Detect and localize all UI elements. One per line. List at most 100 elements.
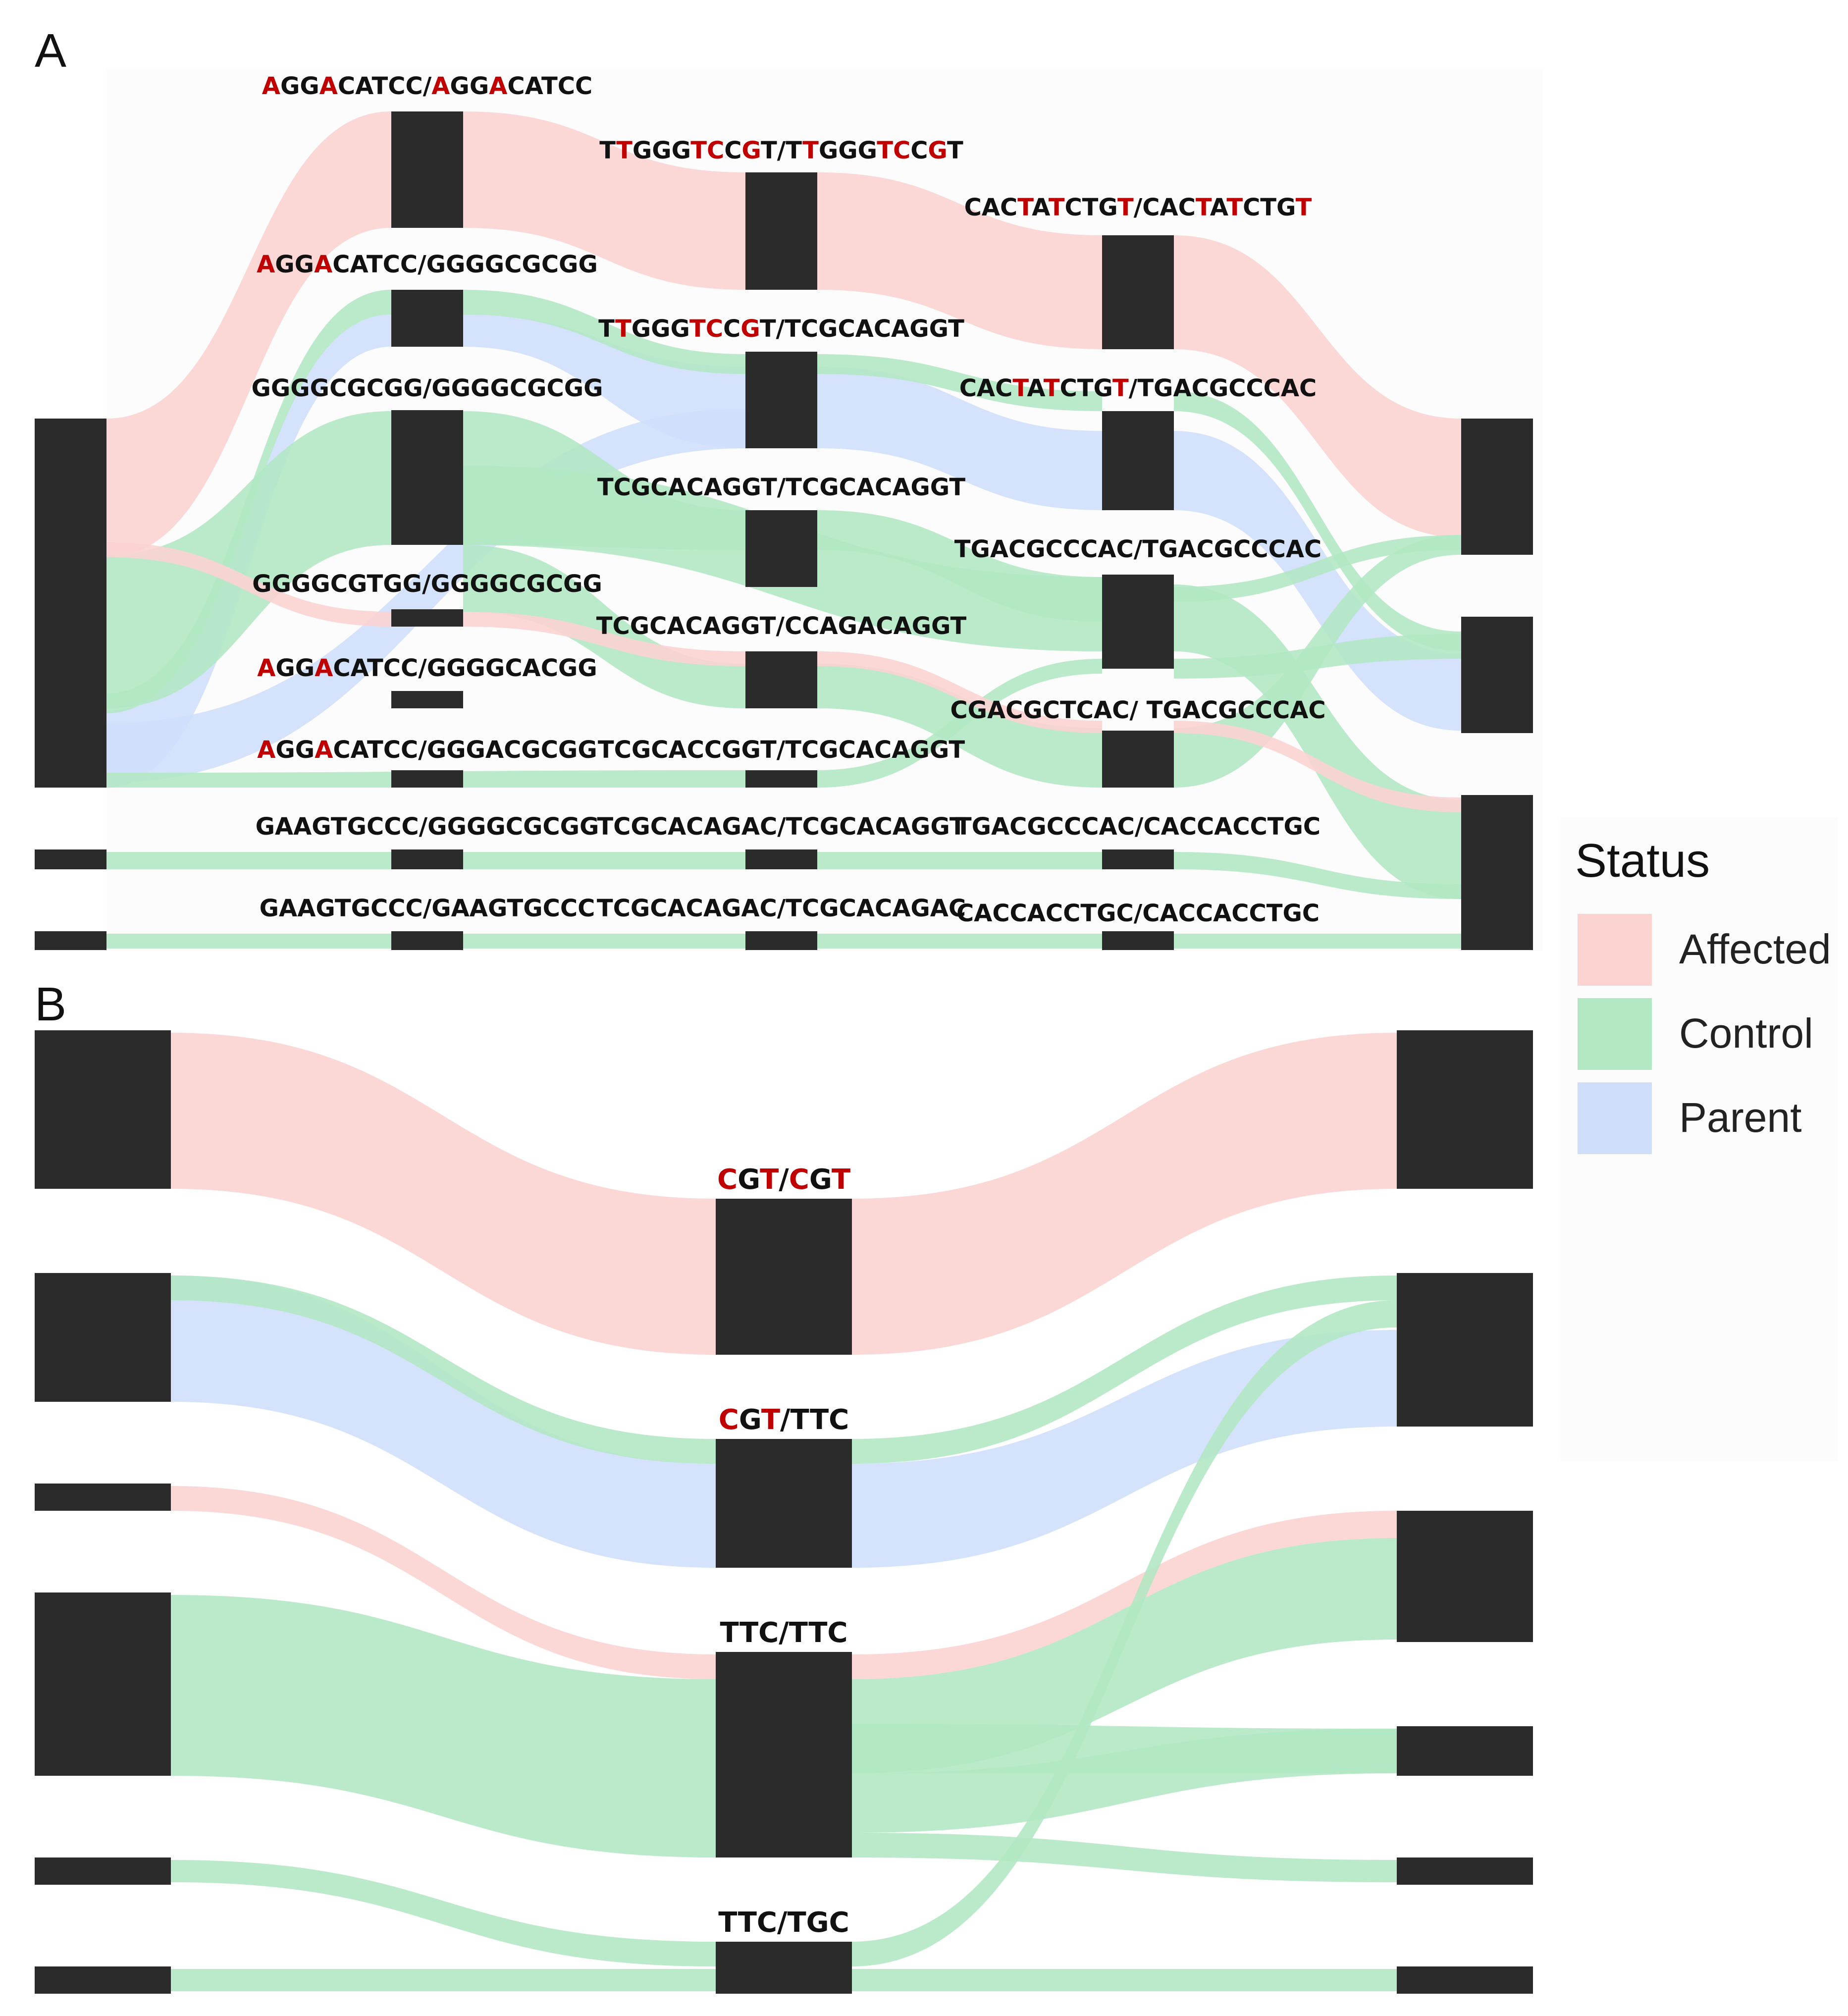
node-a-7 [391, 691, 463, 708]
flow-a-3 [1174, 235, 1461, 537]
node-b-15 [1397, 1966, 1533, 1994]
node-layer [35, 111, 1533, 1994]
flow-b-14 [852, 1300, 1397, 1966]
node-a-15 [745, 770, 817, 788]
node-a-16 [745, 849, 817, 869]
haplotype-label-a-0-0: AGGACATCC/AGGACATCC [262, 72, 592, 100]
node-b-3 [35, 1592, 171, 1776]
flow-b-0 [171, 1033, 716, 1355]
node-b-8 [716, 1652, 852, 1857]
node-b-6 [716, 1199, 852, 1355]
haplotype-label-b-2: TTC/TTC [720, 1617, 847, 1649]
node-a-13 [745, 510, 817, 587]
node-a-24 [1461, 419, 1533, 555]
node-a-4 [391, 290, 463, 347]
node-a-9 [391, 849, 463, 869]
flow-a-33 [106, 542, 391, 627]
haplotype-label-a-1-5: TCGCACAGAC/TCGCACAGGT [597, 813, 965, 841]
haplotype-label-a-2-3: CGACGCTCAC/ TGACGCCCAC [950, 696, 1325, 724]
flow-a-1 [463, 111, 745, 290]
flow-a-8 [106, 409, 745, 783]
legend-item-control: Control [1578, 998, 1813, 1070]
haplotype-label-a-1-0: TTGGGTCCGT/TTGGGTCCGT [599, 137, 963, 164]
legend-label-parent: Parent [1679, 1094, 1802, 1141]
node-a-14 [745, 651, 817, 708]
node-b-14 [1397, 1857, 1533, 1885]
haplotype-label-layer: AGGACATCC/AGGACATCC AGGACATCC/GGGGCGCGG GG… [251, 72, 1325, 1939]
flow-a-27 [817, 852, 1102, 869]
node-b-2 [35, 1484, 171, 1511]
panel-label-a: A [35, 24, 66, 77]
haplotype-label-a-0-2: GGGGCGCGG/GGGGCGCGG [251, 374, 603, 402]
flow-a-2 [817, 172, 1102, 349]
flow-b-4 [171, 1275, 716, 1464]
node-a-10 [391, 931, 463, 950]
node-a-25 [1461, 617, 1533, 733]
node-b-12 [1397, 1511, 1533, 1642]
haplotype-label-a-2-1: CACTATCTGT/TGACGCCCAC [959, 374, 1317, 402]
haplotype-label-a-0-6: GAAGTGCCC/GGGGCGCGG [256, 813, 599, 841]
legend-swatch-control [1578, 998, 1652, 1070]
node-a-19 [1102, 411, 1174, 510]
haplotype-label-a-0-1: AGGACATCC/GGGGCGCGG [257, 251, 598, 278]
flow-b-11 [852, 1729, 1397, 1833]
node-a-12 [745, 352, 817, 448]
flow-a-13 [463, 290, 745, 374]
node-a-17 [745, 931, 817, 950]
flow-a-31 [817, 934, 1102, 949]
node-b-13 [1397, 1726, 1533, 1776]
haplotype-label-a-2-0: CACTATCTGT/CACTATCTGT [964, 194, 1312, 221]
haplotype-label-b-3: TTC/TGC [718, 1907, 849, 1939]
flow-a-6 [817, 367, 1102, 510]
node-b-1 [35, 1273, 171, 1402]
node-a-0 [35, 419, 106, 788]
legend-label-control: Control [1679, 1010, 1813, 1057]
node-b-11 [1397, 1273, 1533, 1427]
flow-a-32 [1174, 934, 1461, 949]
haplotype-label-a-1-6: TCGCACAGAC/TCGCACAGAC [597, 895, 966, 922]
node-a-1 [35, 849, 106, 869]
flow-a-14 [817, 354, 1102, 411]
flow-a-34 [463, 612, 745, 666]
node-a-11 [745, 172, 817, 290]
node-a-26 [1461, 795, 1533, 950]
node-b-9 [716, 1942, 852, 1994]
node-b-7 [716, 1439, 852, 1568]
flow-b-16 [852, 1969, 1397, 1991]
haplotype-label-a-1-4: TCGCACCGGT/TCGCACAGGT [598, 736, 965, 764]
flow-a-28 [1174, 852, 1461, 899]
haplotype-label-b-0: CGT/CGT [717, 1164, 850, 1196]
flow-a-25 [106, 852, 391, 869]
flow-a-17 [463, 545, 745, 708]
node-a-20 [1102, 575, 1174, 669]
flow-a-29 [106, 934, 391, 949]
flow-b-2 [171, 1275, 716, 1568]
flow-a-36 [1174, 721, 1461, 812]
legend-item-parent: Parent [1578, 1082, 1802, 1154]
haplotype-label-a-0-5: AGGACATCC/GGGACGCGG [257, 736, 597, 764]
node-b-5 [35, 1966, 171, 1994]
node-a-21 [1102, 731, 1174, 788]
haplotype-label-a-1-2: TCGCACAGGT/TCGCACAGGT [597, 474, 965, 501]
node-a-5 [391, 410, 463, 545]
haplotype-label-a-0-7: GAAGTGCCC/GAAGTGCCC [260, 895, 595, 922]
node-a-6 [391, 609, 463, 627]
flow-b-6 [171, 1486, 716, 1679]
flow-a-30 [463, 934, 745, 949]
flow-a-24 [1174, 634, 1461, 679]
legend-swatch-parent [1578, 1082, 1652, 1154]
haplotype-label-a-2-4: TGACGCCCAC/CACCACCTGC [955, 813, 1320, 841]
flow-a-0 [106, 111, 391, 557]
flow-a-21 [1174, 535, 1461, 602]
legend-item-affected: Affected [1578, 914, 1831, 986]
flow-a-12 [817, 510, 1102, 622]
flow-b-8 [171, 1595, 716, 1857]
flow-b-13 [171, 1860, 716, 1966]
flow-a-16 [106, 290, 391, 713]
node-b-0 [35, 1030, 171, 1189]
node-a-8 [391, 770, 463, 788]
flow-a-35 [817, 651, 1102, 733]
panel-label-b: B [35, 978, 66, 1031]
flow-b-1 [852, 1033, 1397, 1355]
